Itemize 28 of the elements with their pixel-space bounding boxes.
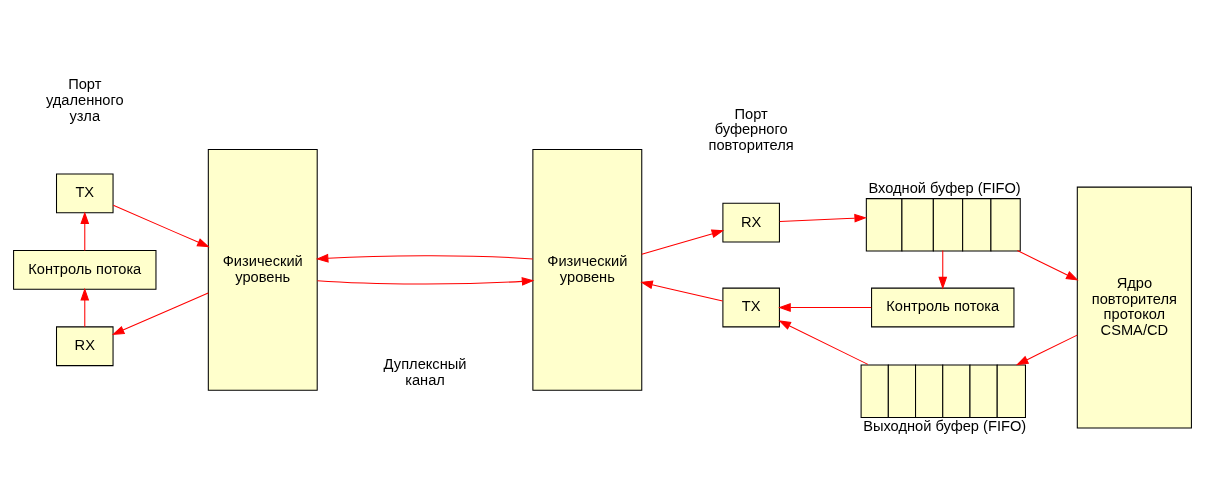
node-box: Контроль потока [871,287,1015,328]
arrow [80,287,90,328]
node-box: TX [56,173,114,214]
arrow [1016,249,1079,281]
label: Порт удаленного узла [45,76,124,124]
arrow [938,250,948,290]
arrow [641,229,725,255]
label: Дуплексный канал [383,356,467,389]
node-label: Входной буфер (FIFO) [868,179,1021,196]
node-label: Выходной буфер (FIFO) [863,418,1027,435]
arrow [778,303,872,312]
node-box: Физический уровень [207,148,318,391]
arrow [778,320,869,365]
node-box: RX [56,326,114,367]
node-box: TX [722,287,780,328]
arrow [80,211,90,251]
arrow [111,292,209,335]
arrow [112,204,210,248]
node-box: RX [722,202,780,243]
node-box: Физический уровень [532,148,643,391]
arrow [779,213,867,223]
arrow [316,277,535,286]
node-box: Контроль потока [13,249,157,290]
arrow [315,253,534,263]
arrow [640,280,724,302]
label: Порт буферного повторителя [708,105,794,154]
node-box: Ядро повторителя протокол CSMA/CD [1076,186,1192,429]
arrow [1015,334,1078,366]
